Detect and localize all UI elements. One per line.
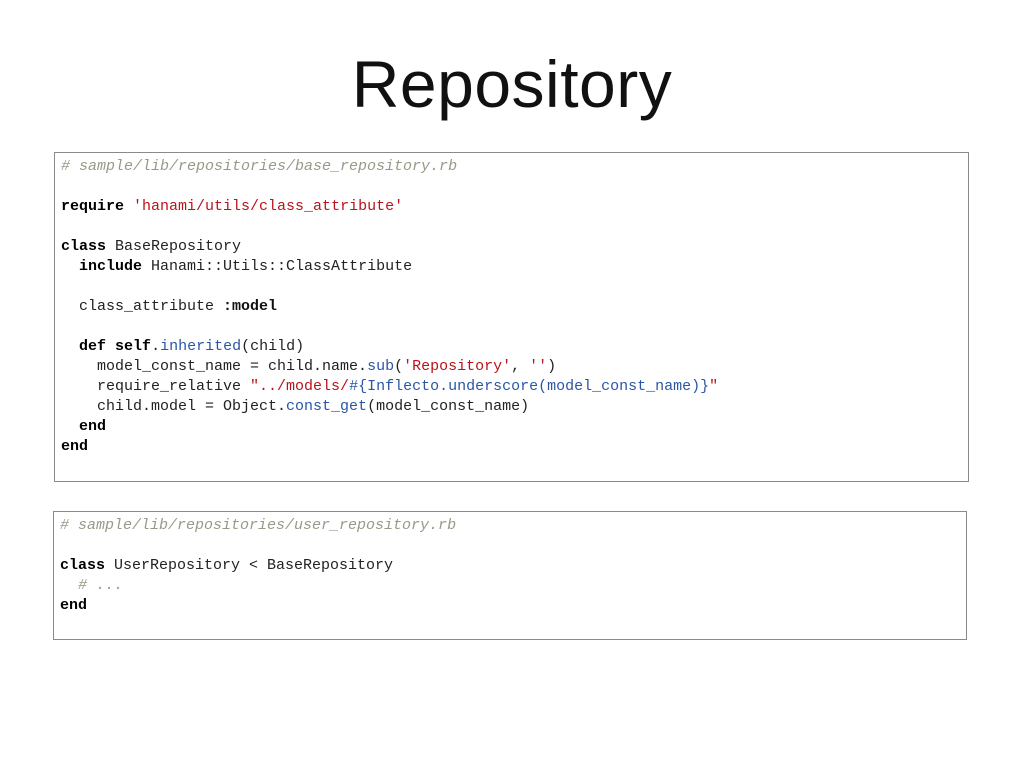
code-token-keyword: end (79, 418, 107, 435)
code-token-plain: ( (394, 358, 404, 375)
code-line: require_relative "../models/#{Inflecto.u… (61, 377, 962, 397)
code-token-plain (61, 418, 79, 435)
code-token-plain: BaseRepository (106, 238, 242, 255)
code-token-plain (61, 258, 79, 275)
code-token-keyword: def (79, 338, 107, 355)
code-line: include Hanami::Utils::ClassAttribute (61, 257, 962, 277)
code-line (61, 317, 962, 337)
code-token-plain: require_relative (61, 378, 251, 395)
code-token-plain (61, 338, 79, 355)
code-token-plain (60, 577, 78, 594)
code-token-plain: . (151, 338, 161, 355)
code-token-comment: # sample/lib/repositories/user_repositor… (60, 517, 457, 534)
code-token-comment: # ... (78, 577, 124, 594)
code-token-symbol: :model (223, 298, 278, 315)
code-token-plain: ) (547, 358, 557, 375)
code-line (61, 217, 962, 237)
code-token-plain (124, 198, 133, 215)
code-token-keyword: end (60, 597, 88, 614)
code-token-plain: Hanami::Utils::ClassAttribute (142, 258, 413, 275)
code-token-plain: class_attribute (61, 298, 224, 315)
code-token-plain (106, 338, 115, 355)
code-token-keyword: include (79, 258, 143, 275)
code-line: class UserRepository < BaseRepository (60, 556, 960, 576)
code-token-keyword: class (61, 238, 107, 255)
code-line (60, 536, 960, 556)
code-block-user-repository: # sample/lib/repositories/user_repositor… (53, 511, 967, 640)
code-line: end (61, 437, 962, 457)
code-token-string: 'hanami/utils/class_attribute' (133, 198, 404, 215)
code-token-string: "../models/ (250, 378, 350, 395)
code-token-method: const_get (286, 398, 368, 415)
code-token-plain: (model_const_name) (367, 398, 530, 415)
code-token-plain: child.model = Object. (61, 398, 287, 415)
code-block-base-repository: # sample/lib/repositories/base_repositor… (54, 152, 969, 482)
code-token-keyword: self (115, 338, 152, 355)
code-line: end (60, 596, 960, 616)
code-token-method: inherited (160, 338, 242, 355)
code-token-method: sub (367, 358, 395, 375)
code-token-string: " (709, 378, 719, 395)
code-line: model_const_name = child.name.sub('Repos… (61, 357, 962, 377)
code-line: class BaseRepository (61, 237, 962, 257)
code-line: # ... (60, 576, 960, 596)
code-token-keyword: end (61, 438, 89, 455)
slide-title: Repository (351, 47, 673, 121)
code-token-plain: (child) (241, 338, 305, 355)
code-line (61, 177, 962, 197)
code-token-keyword: class (60, 557, 106, 574)
code-token-method: #{Inflecto.underscore(model_const_name)} (349, 378, 710, 395)
code-line: child.model = Object.const_get(model_con… (61, 397, 962, 417)
code-token-plain: UserRepository < BaseRepository (105, 557, 394, 574)
code-token-string: 'Repository' (403, 358, 512, 375)
code-line: def self.inherited(child) (61, 337, 962, 357)
code-token-comment: # sample/lib/repositories/base_repositor… (61, 158, 458, 175)
code-line: require 'hanami/utils/class_attribute' (61, 197, 962, 217)
code-line: end (61, 417, 962, 437)
code-token-plain: , (511, 358, 530, 375)
code-line: class_attribute :model (61, 297, 962, 317)
code-line: # sample/lib/repositories/base_repositor… (61, 157, 962, 177)
code-line (61, 277, 962, 297)
code-line: # sample/lib/repositories/user_repositor… (60, 516, 960, 536)
code-token-plain: model_const_name = child.name. (61, 358, 368, 375)
code-token-keyword: require (61, 198, 125, 215)
code-token-string: '' (529, 358, 548, 375)
